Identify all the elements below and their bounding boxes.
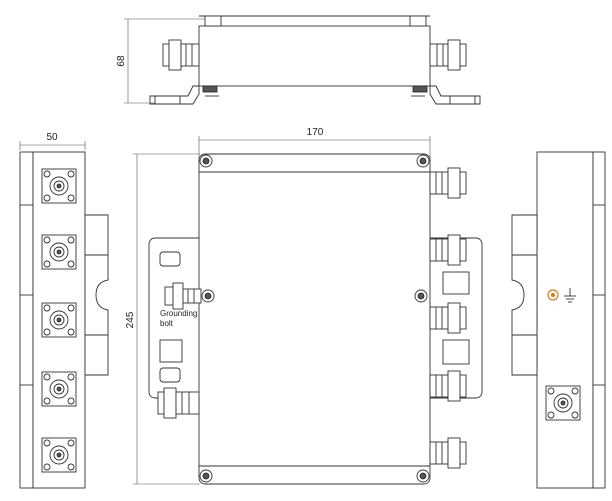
corner-screw-icon <box>416 154 430 168</box>
front-right-connector-5 <box>429 437 467 469</box>
top-body <box>198 25 431 87</box>
side-flange <box>84 214 109 376</box>
right-side-connector <box>545 385 581 421</box>
right-side-strip <box>592 151 606 489</box>
mid-screw-icon <box>414 289 428 303</box>
right-side-body <box>536 151 594 489</box>
width-170-label: 170 <box>307 127 324 138</box>
plate-cutout <box>442 339 470 365</box>
side-left-strip <box>19 151 34 489</box>
plate-slot <box>159 367 181 383</box>
plate-slot <box>159 251 181 267</box>
ground-symbol-icon <box>547 288 576 303</box>
top-tab <box>204 15 222 27</box>
mid-screw-icon <box>201 289 215 303</box>
corner-screw-icon <box>199 469 213 483</box>
front-left-connector <box>157 387 200 419</box>
top-right-connector <box>429 39 467 71</box>
side-connector-4 <box>41 371 77 407</box>
front-right-connector-2 <box>429 234 467 266</box>
grounding-bolt-icon <box>164 282 202 310</box>
top-left-connector <box>162 39 200 71</box>
front-view: 170 245 Grounding <box>125 127 483 485</box>
width-50-label: 50 <box>46 132 58 143</box>
front-right-connector-1 <box>429 167 467 199</box>
left-side-view: 50 <box>19 132 109 489</box>
top-view: 68 <box>116 15 481 105</box>
corner-screw-icon <box>199 154 213 168</box>
side-connector-5 <box>41 437 77 473</box>
left-bracket <box>149 85 200 105</box>
corner-screw-icon <box>416 469 430 483</box>
side-connector-3 <box>41 302 77 338</box>
top-tab <box>409 15 427 27</box>
plate-cutout <box>442 271 470 295</box>
right-bracket <box>429 85 481 105</box>
height-68-label: 68 <box>116 55 127 67</box>
side-connector-2 <box>41 234 77 270</box>
height-245-label: 245 <box>125 311 136 328</box>
grounding-bolt-label: Grounding bolt <box>160 309 200 328</box>
top-stud <box>412 85 428 93</box>
plate-cutout <box>159 339 183 363</box>
right-side-flange <box>511 214 538 376</box>
side-connector-1 <box>41 168 77 204</box>
front-right-connector-3 <box>429 302 467 334</box>
top-stud <box>202 85 218 93</box>
front-right-connector-4 <box>429 370 467 402</box>
left-bracket-foot <box>154 95 181 105</box>
front-body <box>198 153 431 485</box>
right-bracket-foot <box>449 95 476 105</box>
right-side-view <box>511 151 606 489</box>
